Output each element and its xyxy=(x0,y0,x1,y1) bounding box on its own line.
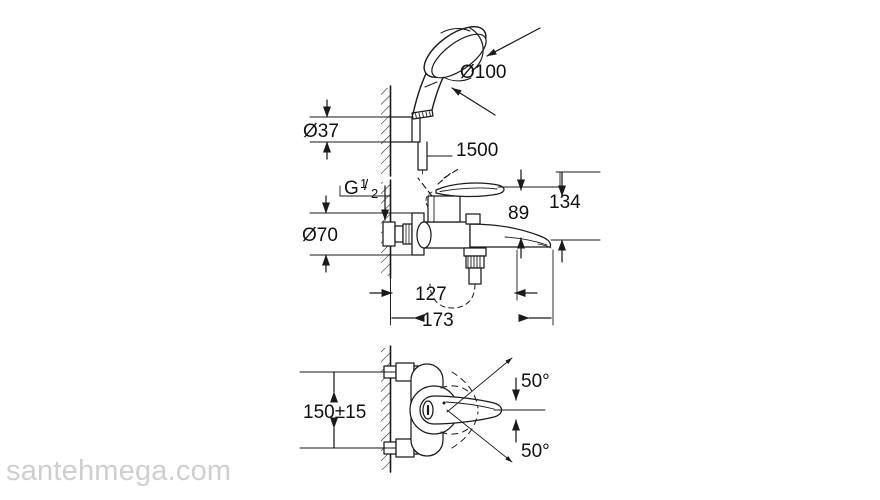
lever-handle-plan-crease xyxy=(445,401,495,410)
lever-pivot-arc xyxy=(425,191,433,208)
label-thread-slash: / xyxy=(364,177,369,194)
shower-holder-bracket xyxy=(389,116,421,143)
shower-head-rim-highlight xyxy=(469,27,484,72)
wall-hatch-top xyxy=(381,88,390,174)
diverter-outlet-stem xyxy=(468,267,482,285)
label-shower-head-diameter: Ø100 xyxy=(460,62,506,83)
middle-view-group xyxy=(309,167,601,326)
union-body xyxy=(394,225,404,243)
label-flange-diameter: Ø70 xyxy=(302,225,338,246)
lever-raised-dashed-2 xyxy=(437,167,461,185)
leader-d100-lower xyxy=(451,87,496,116)
inlet-flange-lower xyxy=(395,438,415,458)
shower-neck-seam xyxy=(424,81,438,88)
hose-route-dashed xyxy=(429,283,476,309)
leader-angle-upper xyxy=(446,357,513,413)
diverter-knurl-block xyxy=(465,255,485,269)
dimension-labels: Ø100 Ø37 127 1500 G 1 / 2 Ø70 127 173 89… xyxy=(302,62,581,462)
wall-hatch-bottom xyxy=(381,348,390,470)
spout-tip-edge xyxy=(537,243,552,249)
holder-collar-knurl xyxy=(415,111,431,119)
union-collar xyxy=(402,223,413,245)
mixer-body-left-cap xyxy=(416,221,432,249)
top-view-group xyxy=(309,26,541,178)
swing-arc-upper xyxy=(451,371,479,409)
label-inlet-centers: 150±15 xyxy=(303,402,366,423)
label-spout-projection: 127 xyxy=(415,284,447,305)
shower-head xyxy=(423,26,487,82)
leader-d100-upper xyxy=(486,27,541,57)
bottom-view-group xyxy=(299,345,546,473)
lever-handle-plan xyxy=(419,395,503,425)
lever-index-dot xyxy=(442,401,446,405)
label-swing-angle-lower: 50° xyxy=(521,441,550,462)
diverter-knurl-lines xyxy=(467,256,481,268)
lever-handle-crease xyxy=(439,187,498,192)
label-swing-angle-upper: 50° xyxy=(521,371,550,392)
label-total-projection: 173 xyxy=(422,310,454,331)
label-holder-diameter: Ø37 xyxy=(303,121,339,142)
shower-hose-stub xyxy=(417,141,428,171)
lever-handle xyxy=(435,182,505,198)
diverter-base xyxy=(463,247,487,257)
shower-head-bottom-edge xyxy=(442,76,472,82)
label-thread-numerator: 1 xyxy=(360,176,367,191)
diverter-button xyxy=(465,213,481,225)
label-thread-denominator: 2 xyxy=(371,186,378,201)
label-hose-length-1500: 1500 xyxy=(456,140,498,161)
shower-head-top-edge xyxy=(440,28,471,34)
union-nut-left xyxy=(382,221,396,247)
site-watermark: santehmega.com xyxy=(6,455,232,487)
cartridge-housing xyxy=(427,195,461,223)
leader-angle-lower xyxy=(446,409,513,463)
swing-ghost-lower xyxy=(440,427,470,435)
spout-crease xyxy=(504,236,548,246)
swing-arc-lower xyxy=(451,411,479,449)
swing-ghost-upper xyxy=(440,385,470,393)
label-overall-height: 134 xyxy=(549,192,581,213)
spout-body xyxy=(469,223,552,248)
shower-head-face xyxy=(431,33,487,79)
label-thread-g: G xyxy=(344,178,359,199)
union-thread-lines xyxy=(405,223,410,245)
label-outlet-height: 89 xyxy=(508,203,529,224)
